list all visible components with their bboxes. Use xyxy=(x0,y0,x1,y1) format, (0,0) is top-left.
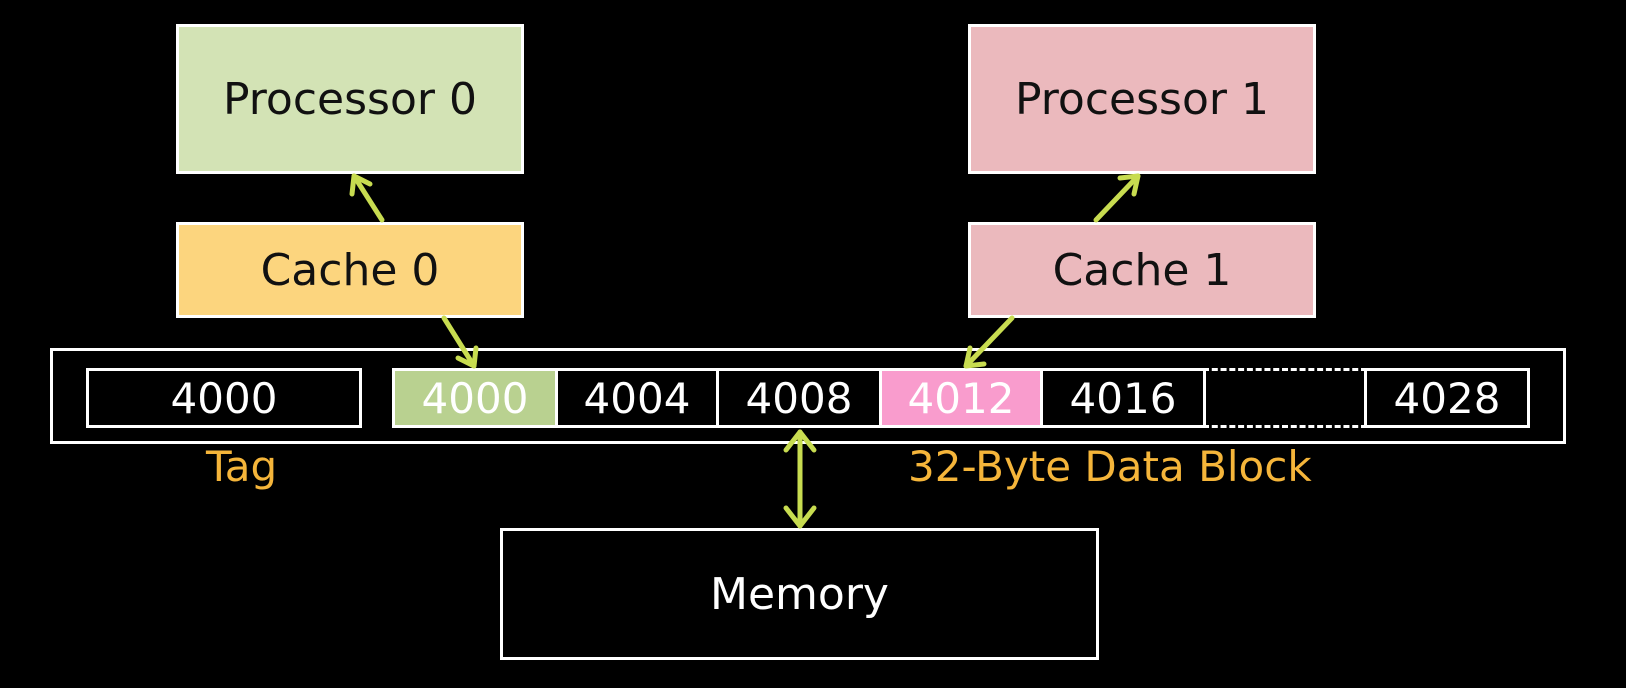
data-cell-4: 4016 xyxy=(1040,368,1206,428)
cache1-to-block-arrow xyxy=(963,315,1015,369)
data-cell-3: 4012 xyxy=(879,368,1043,428)
data-cell-6: 4028 xyxy=(1364,368,1530,428)
tag-cell: 4000 xyxy=(86,368,362,428)
data-cell-2-value: 4008 xyxy=(745,373,853,423)
data-cell-1: 4004 xyxy=(555,368,719,428)
data-cell-2: 4008 xyxy=(716,368,882,428)
data-cell-3-value: 4012 xyxy=(907,373,1015,423)
cache-1-box: Cache 1 xyxy=(968,222,1316,318)
processor-0-box: Processor 0 xyxy=(176,24,524,174)
cache0-to-block-arrow xyxy=(441,315,479,369)
processor-1-label: Processor 1 xyxy=(1015,73,1269,125)
cache-0-label: Cache 0 xyxy=(260,244,440,296)
cache0-to-processor0-arrow xyxy=(349,173,385,223)
cache-1-label: Cache 1 xyxy=(1052,244,1232,296)
data-cell-1-value: 4004 xyxy=(583,373,691,423)
data-cell-4-value: 4016 xyxy=(1069,373,1177,423)
data-cell-6-value: 4028 xyxy=(1393,373,1501,423)
cache1-to-processor1-arrow xyxy=(1093,173,1141,223)
cache-0-box: Cache 0 xyxy=(176,222,524,318)
processor-1-box: Processor 1 xyxy=(968,24,1316,174)
memory-block-double-arrow xyxy=(783,429,817,529)
tag-value: 4000 xyxy=(170,373,278,423)
data-cell-0: 4000 xyxy=(392,368,558,428)
memory-box: Memory xyxy=(500,528,1099,660)
data-cell-0-value: 4000 xyxy=(421,373,529,423)
tag-label: Tag xyxy=(206,442,278,491)
processor-0-label: Processor 0 xyxy=(223,73,477,125)
data-block-label: 32-Byte Data Block xyxy=(908,442,1312,491)
memory-label: Memory xyxy=(710,568,889,620)
